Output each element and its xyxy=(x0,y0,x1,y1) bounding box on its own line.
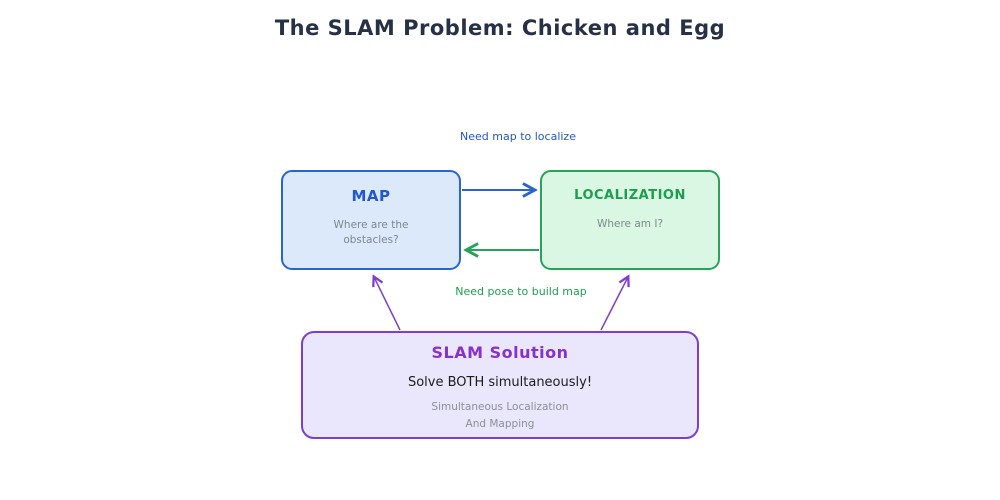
map-subtitle-line-2: obstacles? xyxy=(343,234,399,246)
node-map: MAP Where are the obstacles? xyxy=(281,170,461,270)
localization-title: LOCALIZATION xyxy=(574,188,686,203)
slam-subtitle-line-2: And Mapping xyxy=(465,418,535,430)
edge-label-need-pose-to-build-map: Need pose to build map xyxy=(455,285,587,298)
slam-main-text: Solve BOTH simultaneously! xyxy=(407,375,593,390)
slam-subtitle: Simultaneous Localization And Mapping xyxy=(431,399,568,433)
map-subtitle-line-1: Where are the xyxy=(333,219,409,231)
slam-subtitle-line-1: Simultaneous Localization xyxy=(431,401,569,413)
arrow-slam-to-map xyxy=(374,277,401,331)
arrow-slam-to-localization xyxy=(600,277,628,331)
localization-subtitle: Where am I? xyxy=(596,218,664,230)
node-slam-solution: SLAM Solution Solve BOTH simultaneously!… xyxy=(301,331,699,439)
edge-label-need-map-to-localize: Need map to localize xyxy=(460,130,576,143)
slam-title: SLAM Solution xyxy=(431,343,569,362)
diagram-title: The SLAM Problem: Chicken and Egg xyxy=(274,16,726,40)
map-title: MAP xyxy=(351,187,391,205)
node-localization: LOCALIZATION Where am I? xyxy=(540,170,720,270)
map-subtitle: Where are the obstacles? xyxy=(334,218,409,248)
